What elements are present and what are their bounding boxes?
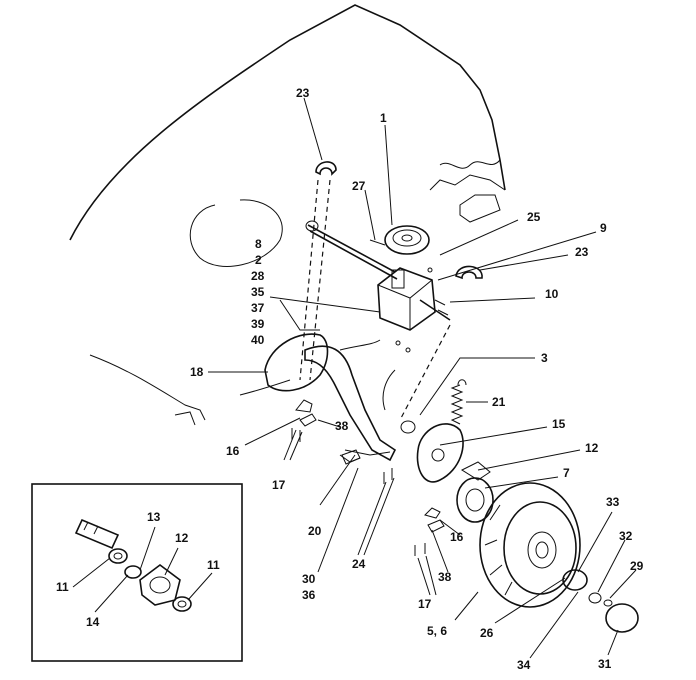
leader-lines: [208, 97, 637, 659]
callout-9: 9: [600, 221, 607, 235]
callout-12: 12: [585, 441, 599, 455]
callout-34: 34: [517, 658, 531, 672]
wheel-tire: [479, 482, 581, 608]
callout-3: 3: [541, 351, 548, 365]
callout-23-top: 23: [296, 86, 310, 100]
callout-16-right: 16: [450, 530, 464, 544]
bearing-half-upper: [315, 161, 337, 176]
callout-15: 15: [552, 417, 566, 431]
callout-38-left: 38: [335, 419, 349, 433]
drive-pulley: [369, 225, 430, 255]
callout-13: 13: [147, 510, 161, 524]
callout-24: 24: [352, 557, 366, 571]
callout-38-right: 38: [438, 570, 452, 584]
callout-33: 33: [606, 495, 620, 509]
callout-23-right: 23: [575, 245, 589, 259]
wheel-hub-parts: [562, 569, 639, 633]
callout-21: 21: [492, 395, 506, 409]
callout-17-right: 17: [418, 597, 432, 611]
callout-40: 40: [251, 333, 265, 347]
callout-18: 18: [190, 365, 204, 379]
callout-28: 28: [251, 269, 265, 283]
callout-29: 29: [630, 559, 644, 573]
callout-25: 25: [527, 210, 541, 224]
transmission-gearbox: [377, 267, 436, 353]
wheel-bracket: [400, 420, 464, 483]
callout-36: 36: [302, 588, 316, 602]
inset-detail: [31, 483, 243, 662]
callout-10: 10: [545, 287, 559, 301]
bearing-half-right: [455, 265, 483, 280]
shield-plate: [264, 333, 329, 392]
callout-8: 8: [255, 237, 262, 251]
callout-30: 30: [302, 572, 316, 586]
callout-20: 20: [308, 524, 322, 538]
callout-2: 2: [255, 253, 262, 267]
callout-31: 31: [598, 657, 612, 671]
callout-32: 32: [619, 529, 633, 543]
callout-12-inset: 12: [175, 531, 189, 545]
mounting-hardware: [291, 267, 449, 556]
callout-37: 37: [251, 301, 265, 315]
callout-11-inset-right: 11: [207, 558, 220, 572]
callout-7: 7: [563, 466, 570, 480]
dashed-alignment-lines: [299, 179, 451, 421]
drive-arm: [304, 339, 397, 463]
callout-5-6: 5, 6: [427, 624, 447, 638]
tension-spring: [450, 379, 467, 425]
drive-gear: [456, 461, 494, 523]
callout-35: 35: [251, 285, 265, 299]
callout-26: 26: [480, 626, 494, 640]
callout-39: 39: [251, 317, 265, 331]
callout-1: 1: [380, 111, 387, 125]
callout-17-left: 17: [272, 478, 286, 492]
callout-14: 14: [86, 615, 100, 629]
callout-27: 27: [352, 179, 366, 193]
callout-11-inset-left: 11: [56, 580, 69, 594]
callout-labels: 23 1 27 25 9 23 10 8 2 28 35 37 39 40 3 …: [56, 86, 644, 672]
mower-deck-outline: [69, 4, 506, 426]
callout-16-left: 16: [226, 444, 240, 458]
